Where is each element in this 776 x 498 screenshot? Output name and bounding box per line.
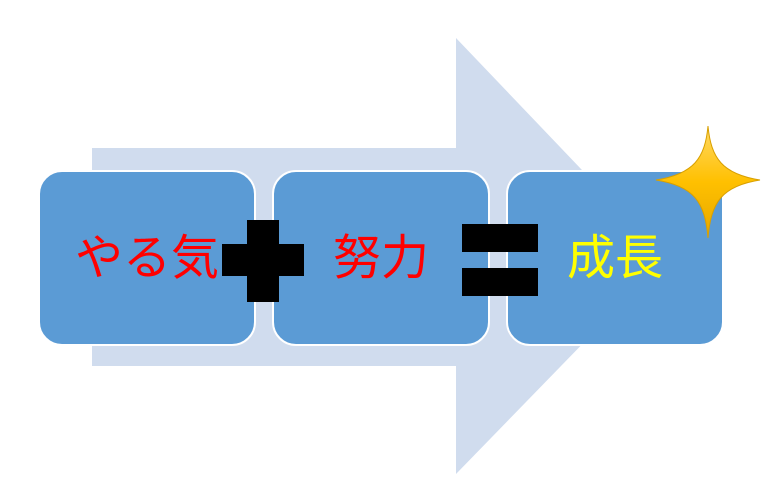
step-label-effort: 努力 [332, 230, 429, 286]
equals-bottom-bar [462, 268, 538, 296]
plus-icon [222, 220, 304, 302]
step-box-effort: 努力 [272, 170, 490, 346]
step-label-growth: 成長 [566, 230, 663, 286]
step-box-growth: 成長 [506, 170, 724, 346]
plus-horizontal-bar [222, 244, 304, 276]
sparkle-star-icon [655, 125, 761, 239]
step-box-motivation: やる気 [38, 170, 256, 346]
equals-icon [462, 224, 538, 296]
equals-top-bar [462, 224, 538, 252]
step-label-motivation: やる気 [74, 230, 219, 286]
